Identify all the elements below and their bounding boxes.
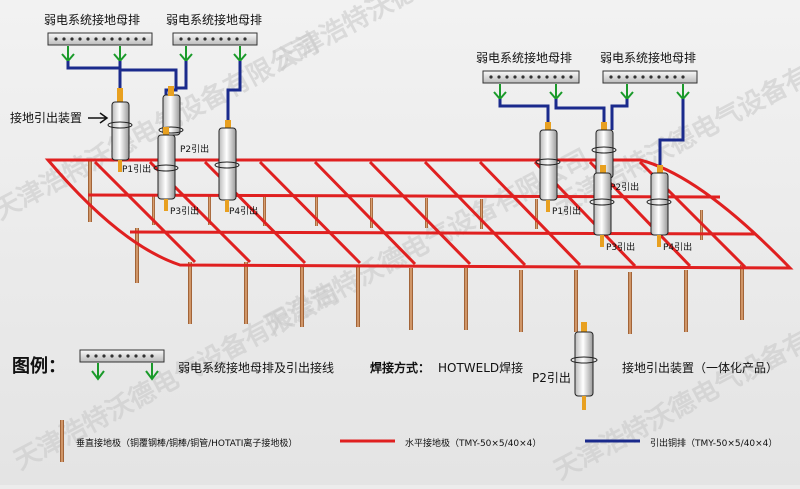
copper-bar bbox=[498, 99, 550, 130]
ground-rod bbox=[684, 270, 688, 332]
label-p1-left: P1引出 bbox=[122, 163, 151, 175]
ground-rod bbox=[244, 262, 248, 324]
label-busbar-1: 弱电系统接地母排 bbox=[44, 12, 140, 27]
grid-line bbox=[93, 160, 197, 264]
arrow-down-icon bbox=[549, 84, 563, 101]
ground-rod bbox=[740, 265, 744, 320]
ground-rod bbox=[88, 160, 92, 222]
copper-bar bbox=[226, 61, 242, 128]
green-arrows bbox=[61, 46, 690, 101]
legend-p2-label: P2引出 bbox=[532, 371, 571, 385]
ground-rod bbox=[152, 195, 155, 225]
copper-bars bbox=[66, 61, 685, 170]
grid-line bbox=[258, 160, 362, 265]
label-p2-left: P2引出 bbox=[180, 143, 209, 155]
legend-busbar-desc: 弱电系统接地母排及引出接线 bbox=[178, 360, 334, 375]
device-p4-left bbox=[214, 120, 240, 212]
legend-blue-desc: 引出铜排（TMY-50×5/40×4） bbox=[650, 437, 777, 449]
busbar-left-1 bbox=[47, 32, 153, 46]
label-p4-right: P4引出 bbox=[663, 241, 692, 253]
legend-rod-swatch bbox=[60, 420, 64, 462]
grounding-devices bbox=[107, 86, 672, 247]
grid-line bbox=[313, 160, 417, 266]
arrow-down-icon bbox=[620, 84, 634, 101]
copper-bar bbox=[176, 61, 188, 90]
arrow-down-icon bbox=[493, 84, 507, 101]
label-busbar-2: 弱电系统接地母排 bbox=[166, 12, 262, 27]
device-p4-right bbox=[646, 165, 672, 247]
ground-rod bbox=[519, 270, 523, 332]
device-p3-left bbox=[153, 127, 179, 211]
ground-rods bbox=[88, 160, 744, 334]
ground-rod bbox=[263, 196, 266, 226]
ground-rod bbox=[135, 228, 139, 283]
grid-line bbox=[423, 160, 527, 267]
arrow-down-icon bbox=[676, 84, 690, 101]
arrow-down-icon bbox=[91, 363, 105, 381]
label-p1-right: P1引出 bbox=[552, 205, 581, 217]
ground-rod bbox=[300, 265, 304, 327]
arrow-down-icon bbox=[145, 363, 159, 381]
label-device: 接地引出装置 bbox=[10, 110, 82, 125]
busbar-left-2 bbox=[172, 32, 258, 46]
arrow-down-icon bbox=[61, 46, 75, 63]
legend-title: 图例： bbox=[12, 355, 66, 377]
legend-weld-value: HOTWELD焊接 bbox=[438, 360, 523, 375]
device-p3-right bbox=[589, 165, 615, 247]
copper-bar bbox=[554, 99, 606, 130]
legend-rod-desc: 垂直接地极（铜覆钢棒/铜棒/铜管/HOTATI离子接地极） bbox=[76, 437, 297, 449]
legend-red-desc: 水平接地极（TMY-50×5/40×4） bbox=[405, 437, 541, 449]
device-p1-left bbox=[107, 88, 133, 172]
ground-rod bbox=[370, 198, 373, 228]
ground-rod bbox=[574, 270, 578, 332]
grid-line bbox=[478, 160, 582, 267]
ground-rod bbox=[464, 268, 468, 330]
ground-rod bbox=[409, 268, 413, 330]
busbar-right-1 bbox=[482, 70, 580, 84]
ground-rod bbox=[535, 199, 538, 229]
ground-rod bbox=[480, 199, 483, 229]
arrow-down-icon bbox=[233, 46, 247, 63]
arrow-down-icon bbox=[113, 46, 127, 63]
ground-rod bbox=[356, 265, 360, 327]
grid-line bbox=[368, 160, 472, 266]
ground-rod bbox=[315, 196, 318, 226]
legend-device-desc: 接地引出装置（一体化产品） bbox=[622, 360, 778, 375]
grid-outline bbox=[44, 158, 794, 270]
ground-rod bbox=[188, 262, 192, 324]
label-busbar-3: 弱电系统接地母排 bbox=[476, 50, 572, 65]
label-p3-left: P3引出 bbox=[170, 205, 199, 217]
legend: 图例： 弱电系统接地母排及引出接线 焊接方式： HOTWELD焊接 P2引出 接… bbox=[12, 322, 778, 462]
busbar-right-2 bbox=[602, 70, 698, 84]
ground-rod bbox=[628, 272, 632, 334]
label-p2-right: P2引出 bbox=[610, 181, 639, 193]
copper-bar bbox=[66, 61, 122, 98]
legend-busbar-swatch bbox=[79, 349, 165, 381]
label-p3-right: P3引出 bbox=[606, 241, 635, 253]
label-p4-left: P4引出 bbox=[229, 205, 258, 217]
ground-rod bbox=[425, 198, 428, 228]
legend-device-swatch bbox=[570, 322, 598, 410]
arrow-down-icon bbox=[179, 46, 193, 63]
legend-weld-label: 焊接方式： bbox=[370, 360, 430, 375]
pointer-arrow-icon bbox=[88, 112, 109, 124]
copper-bar bbox=[610, 99, 629, 130]
label-busbar-4: 弱电系统接地母排 bbox=[600, 50, 696, 65]
ground-rod bbox=[208, 195, 211, 225]
device-p2-left bbox=[158, 86, 184, 136]
device-p1-right bbox=[535, 122, 561, 212]
copper-bar bbox=[658, 99, 685, 170]
